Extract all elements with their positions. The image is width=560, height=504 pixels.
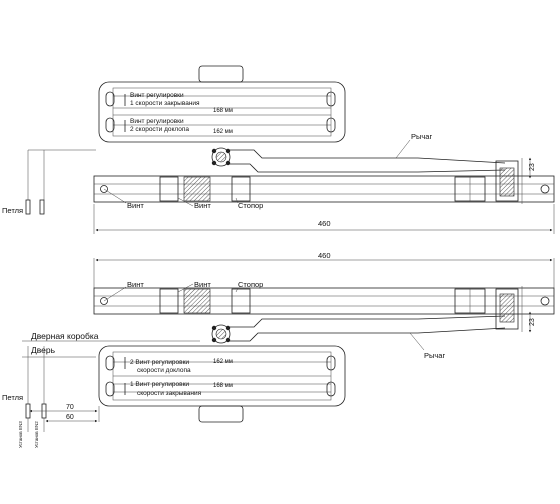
top-stopper-label: Стопор [238,201,263,210]
bottom-lever-link [228,315,506,342]
door-label: Дверь [31,345,56,355]
bottom-pinion [211,324,231,344]
bottom-screw1-label-line1: 1 Винт регулировки [130,381,189,388]
top-mount-slot [105,117,115,133]
bottom-hinge-label: Петля [2,393,23,402]
top-mount-slot [105,91,115,107]
door-frame-label: Дверная коробка [31,331,99,341]
bottom-screw1-label-line2: скорости закрывания [137,390,202,397]
bottom-screw2-label-line1: 2 Винт регулировки [130,359,189,366]
top-arm-screw-label: Винт [127,201,144,210]
bottom-hinge [25,346,100,432]
bottom-mount-slot [105,355,115,371]
top-screw2-label-line2: 2 скорости доклопа [130,126,189,133]
top-bar-hole [540,184,550,194]
top-hinge-label: Петля [2,206,23,215]
bottom-view: 460 23 Винт Винт Стопор Рычаг [2,251,555,448]
top-screw2-dim: 162 мм [213,129,233,135]
bottom-screw2-dim: 162 мм [213,359,233,365]
install-en2-label: Установ EN2 [34,421,39,448]
bottom-arm-length: 460 [318,251,331,260]
top-screw1-label-line2: 1 скорости закрывания [130,100,200,107]
bottom-bar-hole [100,297,108,305]
top-screw1-label-line1: Винт регулировки [130,92,184,99]
dim-60: 60 [66,414,74,421]
top-mount-slot [326,117,336,133]
top-lever-link [228,149,506,173]
bottom-lever-bar [93,286,555,332]
top-bar-hole [100,185,108,193]
bottom-closer-body [98,345,346,423]
top-lever-label: Рычаг [411,132,432,141]
top-hinge [25,149,96,215]
bottom-screw2-label-line2: скорости доклопа [137,367,191,374]
bottom-side-dim: 23 [529,318,536,326]
top-arm-screw2-label: Винт [194,201,211,210]
bottom-mount-slot [105,381,115,397]
top-view: Винт регулировки 1 скорости закрывания 1… [2,65,555,234]
top-arm-length: 460 [318,219,331,228]
top-mount-slot [326,91,336,107]
top-pinion [211,147,231,167]
bottom-screw1-dim: 168 мм [213,383,233,389]
bottom-mount-slot [326,381,336,397]
top-side-dim: 23 [529,163,536,171]
bottom-stopper-label: Стопор [238,280,263,289]
top-closer-body [98,65,346,143]
bottom-bar-hole [540,296,550,306]
top-lever-bar [93,158,555,204]
bottom-arm-screw-label: Винт [127,280,144,289]
install-en3-label: Установ EN3 [18,421,23,448]
dim-70: 70 [66,404,74,411]
top-screw2-label-line1: Винт регулировки [130,118,184,125]
bottom-lever-label: Рычаг [424,351,445,360]
bottom-arm-screw2-label: Винт [194,280,211,289]
top-screw1-dim: 168 мм [213,108,233,114]
bottom-mount-slot [326,355,336,371]
